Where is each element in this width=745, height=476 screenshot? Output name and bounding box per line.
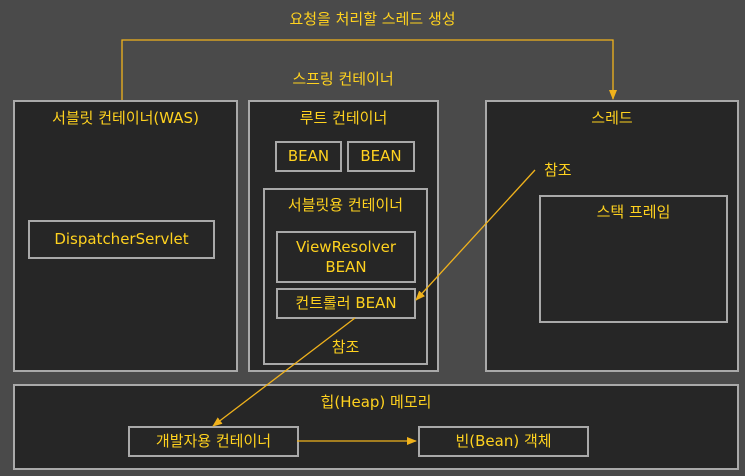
controller-to-dev-container-arrow	[212, 317, 356, 427]
thread-ref-label: 참조	[544, 161, 572, 179]
view-resolver-line1: ViewResolver	[295, 237, 396, 256]
servlet-sub-container-title: 서블릿용 컨테이너	[287, 196, 404, 214]
view-resolver-line2: BEAN	[325, 258, 367, 276]
developer-container: 개발자용 컨테이너	[128, 426, 299, 457]
stack-frame-title: 스택 프레임	[596, 203, 671, 221]
thread-creation-arrow	[121, 39, 617, 100]
bean-box-1: BEAN	[275, 141, 342, 172]
controller-bean: 컨트롤러 BEAN	[276, 288, 416, 319]
heap-memory: 힙(Heap) 메모리 개발자용 컨테이너 빈(Bean) 객체	[13, 384, 739, 470]
heap-memory-title: 힙(Heap) 메모리	[320, 393, 432, 411]
stack-frame: 스택 프레임	[539, 195, 728, 323]
thread-to-controller-arrow	[415, 169, 536, 301]
root-container: 루트 컨테이너 BEAN BEAN 서블릿용 컨테이너 ViewResolver…	[248, 100, 439, 372]
bean-object: 빈(Bean) 객체	[418, 426, 589, 457]
servlet-sub-ref-label: 참조	[331, 338, 360, 356]
dispatcher-servlet: DispatcherServlet	[28, 220, 215, 259]
view-resolver-bean: ViewResolver BEAN	[276, 231, 416, 283]
root-container-title: 루트 컨테이너	[299, 109, 388, 127]
thread-creation-label: 요청을 처리할 스레드 생성	[289, 10, 456, 28]
spring-container-label: 스프링 컨테이너	[292, 70, 394, 88]
servlet-sub-container: 서블릿용 컨테이너 ViewResolver BEAN 컨트롤러 BEAN 참조	[263, 188, 428, 365]
servlet-container-title: 서블릿 컨테이너(WAS)	[52, 109, 199, 127]
bean-box-2: BEAN	[347, 141, 415, 172]
servlet-container: 서블릿 컨테이너(WAS) DispatcherServlet	[13, 100, 238, 372]
thread-container: 스레드 참조 스택 프레임	[485, 100, 739, 372]
thread-title: 스레드	[591, 109, 633, 127]
